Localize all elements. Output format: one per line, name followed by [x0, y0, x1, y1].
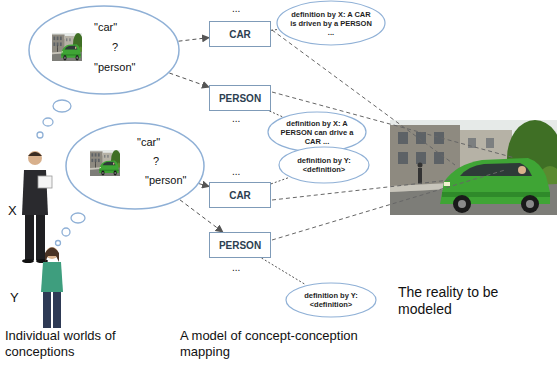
definition-link	[269, 111, 282, 117]
definition-ellipse: definition by Y: <definition>	[278, 146, 370, 184]
definition-text: definition by Y: <definition>	[297, 291, 365, 309]
conception-word: ?	[112, 41, 118, 54]
definition-text: definition by X: A PERSON can drive a CA…	[280, 119, 354, 146]
concept-name: PERSON	[219, 240, 261, 251]
definition-link	[271, 177, 289, 184]
definition-ellipse: definition by Y: <definition>	[285, 282, 377, 318]
ellipsis: ...	[232, 262, 240, 274]
ellipse-outline	[65, 122, 205, 210]
section-caption: A model of concept-conception mapping	[180, 328, 380, 360]
conception-word: ?	[153, 155, 159, 168]
section-caption: Individual worlds of conceptions	[5, 328, 170, 360]
concept-box: PERSON	[209, 85, 271, 111]
concept-name: CAR	[229, 190, 251, 201]
definition-link	[262, 258, 307, 285]
person-label: Y	[10, 290, 19, 306]
ellipsis: ...	[232, 166, 240, 178]
mapping-arrow	[169, 73, 209, 87]
mapping-arrow	[179, 38, 210, 42]
mapping-arrow	[199, 184, 209, 187]
definition-ellipse: definition by X: A CAR is driven by a PE…	[276, 0, 386, 46]
conception-word: "car"	[137, 136, 160, 149]
ellipse-outline	[28, 5, 180, 95]
conception-word: "person"	[145, 174, 186, 187]
concept-name: CAR	[229, 29, 251, 40]
thought-bubble: "car"? "person"	[28, 5, 180, 95]
thought-bubble: "car"? "person"	[65, 122, 205, 210]
concept-box: CAR	[209, 21, 271, 47]
conception-word: "person"	[94, 61, 135, 74]
ellipsis: ...	[232, 113, 240, 125]
definition-link	[271, 29, 278, 31]
conception-word: "car"	[94, 21, 117, 34]
concept-box: CAR	[209, 182, 271, 208]
concept-name: PERSON	[219, 93, 261, 104]
definition-text: definition by Y: <definition>	[290, 156, 358, 174]
definition-text: definition by X: A CAR is driven by a PE…	[290, 10, 372, 37]
person-label: X	[8, 203, 17, 219]
ellipsis: ...	[232, 3, 240, 15]
reality-caption: The reality to be modeled	[398, 284, 548, 318]
concept-box: PERSON	[209, 232, 271, 258]
